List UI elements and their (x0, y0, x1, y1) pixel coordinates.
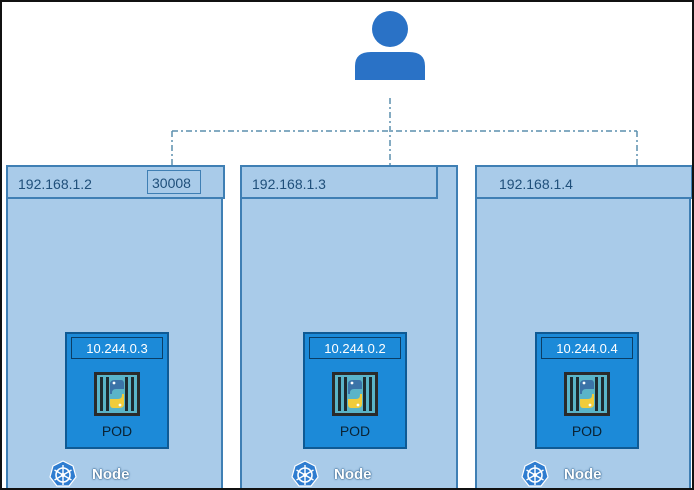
pod-ip-box: 10.244.0.4 (541, 337, 633, 359)
kubernetes-wheel-icon (48, 459, 78, 489)
node-header: 192.168.1.4 (475, 165, 692, 199)
python-container-icon (332, 372, 378, 416)
node-ip: 192.168.1.3 (252, 176, 326, 192)
pod: 10.244.0.2 POD (303, 332, 407, 449)
node-port: 30008 (152, 175, 191, 191)
pod-ip-box: 10.244.0.3 (71, 337, 163, 359)
node-header: 192.168.1.3 (240, 165, 438, 199)
kubernetes-wheel-icon (520, 459, 550, 489)
pod-ip: 10.244.0.4 (556, 341, 618, 356)
node-ip: 192.168.1.4 (499, 176, 573, 192)
node-label: Node (334, 466, 372, 483)
node-label: Node (92, 466, 130, 483)
node-2: 192.168.1.3 10.244.0.2 POD Node (240, 165, 458, 489)
pod: 10.244.0.3 POD (65, 332, 169, 449)
pod: 10.244.0.4 POD (535, 332, 639, 449)
node-ip: 192.168.1.2 (18, 176, 92, 192)
node-header: 192.168.1.2 30008 (6, 165, 225, 199)
node-1: 192.168.1.2 30008 10.244.0.3 POD Node (6, 165, 225, 489)
user-icon (355, 11, 425, 80)
node-3: 192.168.1.4 10.244.0.4 POD Node (475, 165, 692, 489)
pod-ip-box: 10.244.0.2 (309, 337, 401, 359)
pod-ip: 10.244.0.3 (86, 341, 148, 356)
python-container-icon (94, 372, 140, 416)
pod-label: POD (339, 423, 371, 439)
python-container-icon (564, 372, 610, 416)
pod-ip: 10.244.0.2 (324, 341, 386, 356)
pod-label: POD (101, 423, 133, 439)
node-label: Node (564, 466, 602, 483)
pod-label: POD (571, 423, 603, 439)
kubernetes-wheel-icon (290, 459, 320, 489)
node-port-box: 30008 (147, 170, 201, 194)
